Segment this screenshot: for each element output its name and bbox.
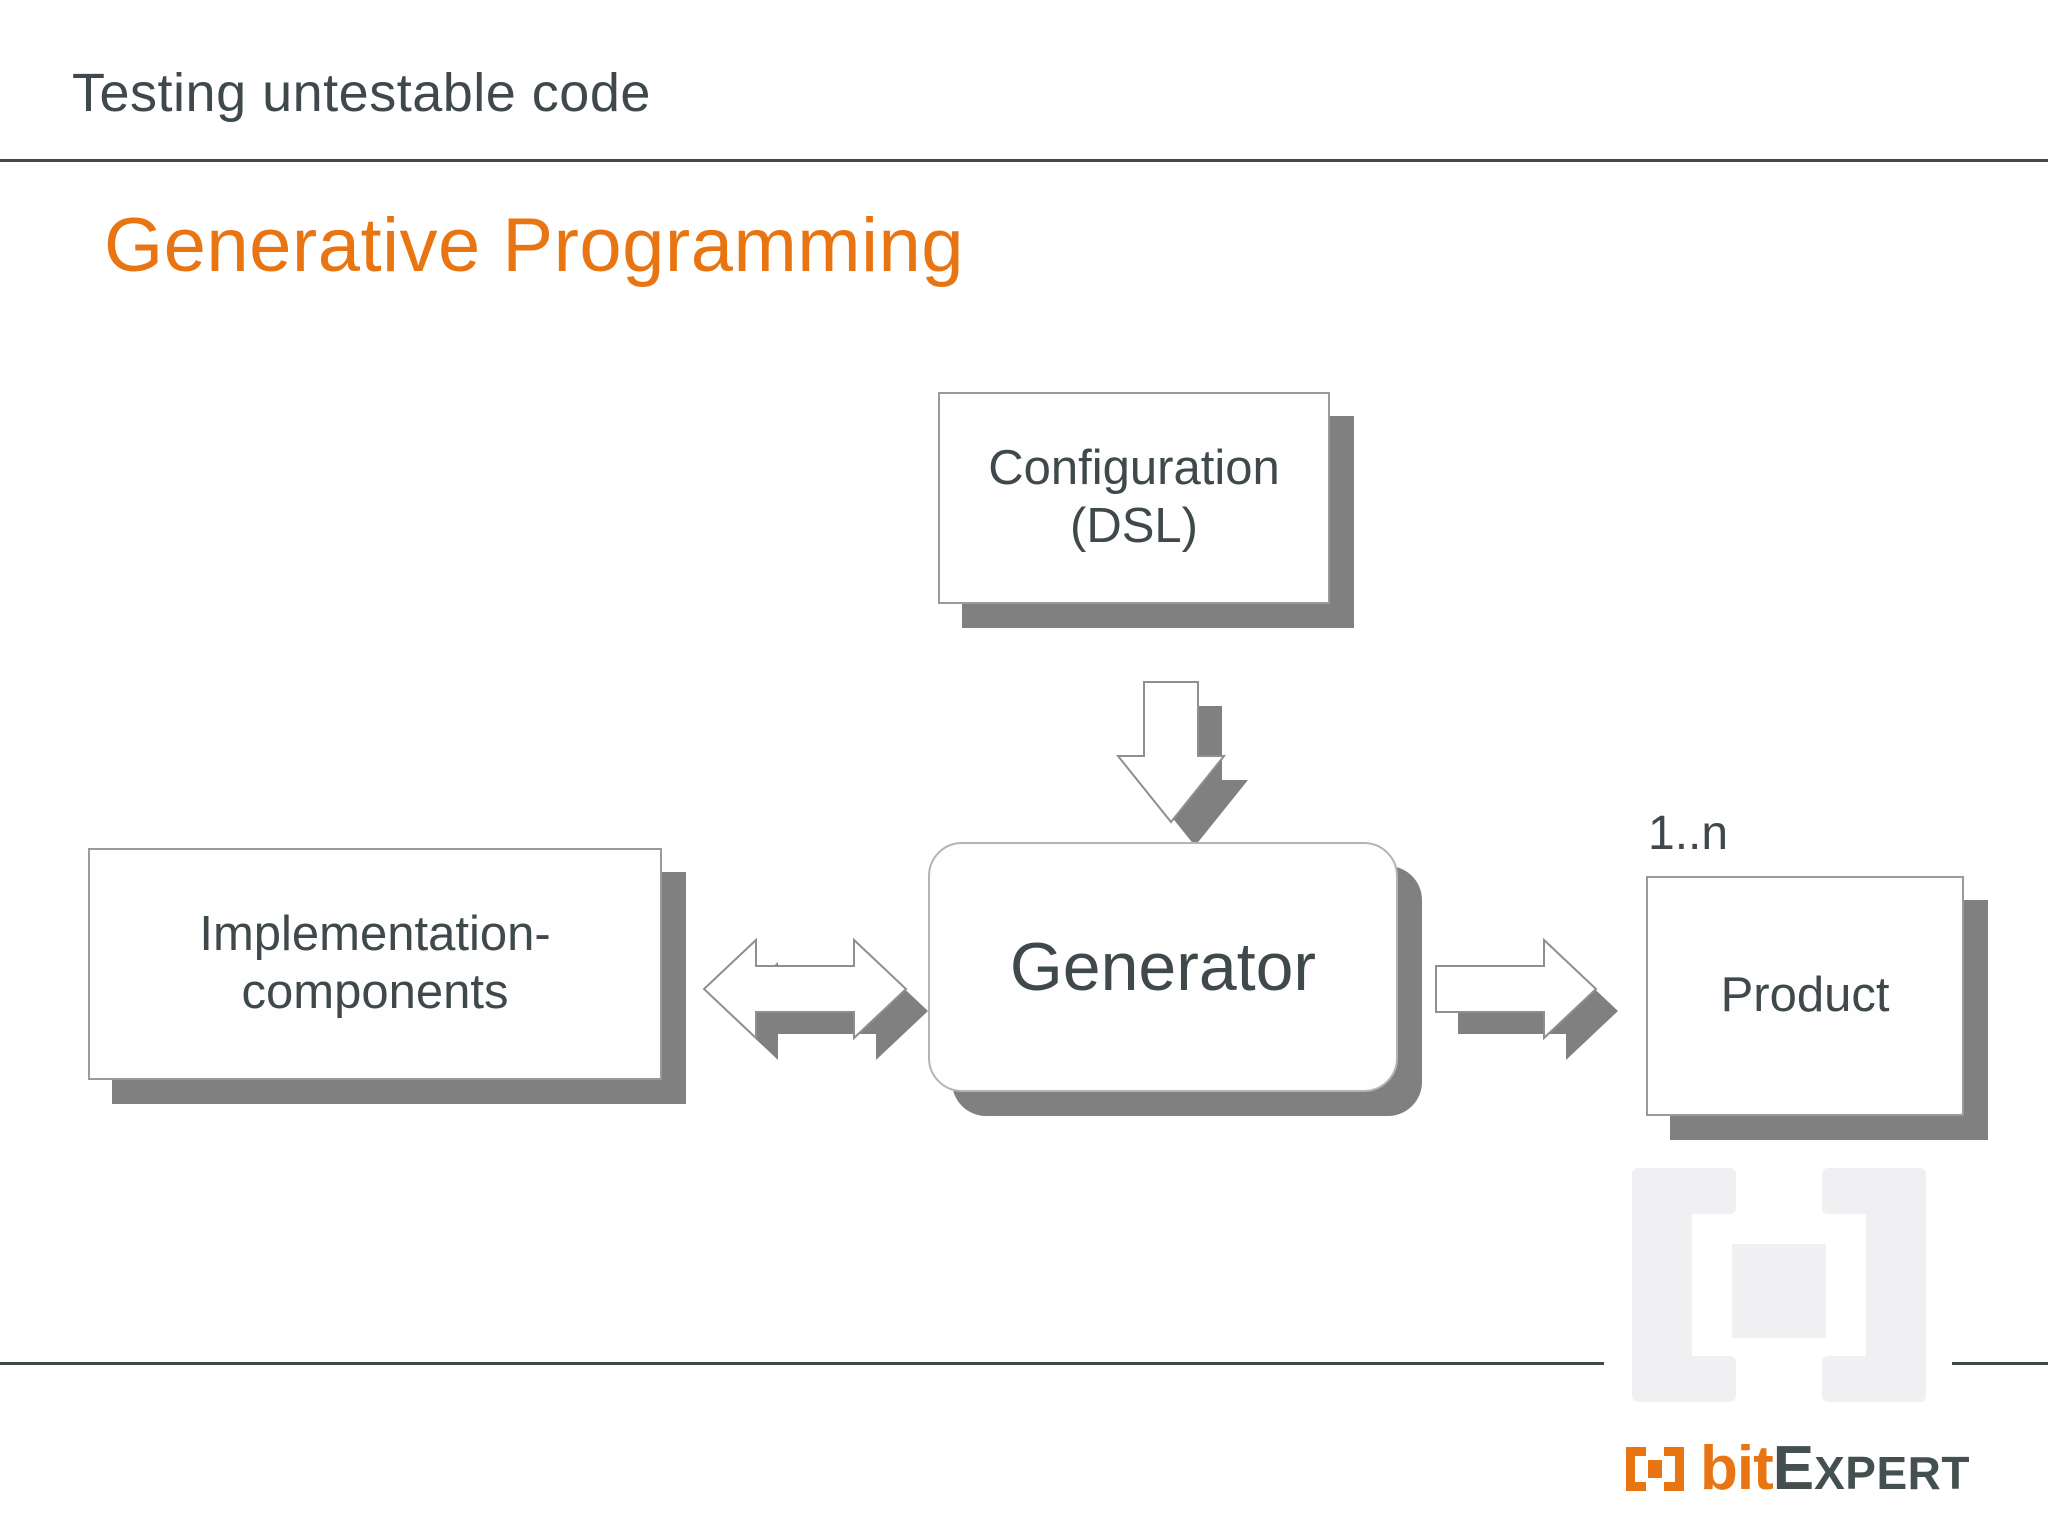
header-divider-rule	[0, 159, 2048, 162]
footer-divider-rule-left	[0, 1362, 1604, 1365]
configuration-label-line2: (DSL)	[1070, 499, 1198, 553]
generator-box-face: Generator	[928, 842, 1398, 1092]
diagram-node-implementation-components: Implementation- components	[88, 848, 686, 1104]
product-box-face: Product	[1646, 876, 1964, 1116]
product-multiplicity-label: 1..n	[1648, 807, 1729, 860]
slide-header: Testing untestable code	[0, 0, 2048, 160]
implementation-box-face: Implementation- components	[88, 848, 662, 1080]
logo-text-xpert: XPERT	[1814, 1447, 1970, 1499]
footer-divider-rule-right	[1952, 1362, 2048, 1365]
generator-box-label: Generator	[1009, 928, 1317, 1005]
configuration-label-line1: Configuration	[988, 441, 1280, 496]
configuration-box-label: Configuration (DSL)	[988, 440, 1279, 556]
implementation-box-label: Implementation- components	[199, 906, 550, 1022]
arrow-down-icon	[1115, 681, 1248, 846]
slide-header-text: Testing untestable code	[72, 63, 651, 123]
diagram-node-configuration: Configuration (DSL)	[938, 392, 1354, 628]
implementation-label-line2: components	[241, 965, 509, 1019]
arrow-right-icon	[1435, 937, 1618, 1060]
logo-text-e: E	[1772, 1434, 1815, 1503]
diagram-node-product: Product	[1646, 876, 1988, 1140]
bitexpert-logo: bit E XPERT	[1624, 1436, 1970, 1502]
bracket-square-watermark-icon	[1632, 1168, 1926, 1402]
product-box-label: Product	[1720, 968, 1890, 1023]
bracket-square-icon	[1626, 1447, 1684, 1491]
page-title: Generative Programming	[104, 203, 965, 288]
implementation-label-line1: Implementation-	[199, 907, 551, 962]
configuration-box-face: Configuration (DSL)	[938, 392, 1330, 604]
bitexpert-wordmark: bit E XPERT	[1700, 1438, 1970, 1500]
diagram-node-generator: Generator	[928, 842, 1422, 1116]
arrow-left-right-icon	[702, 937, 928, 1060]
logo-text-bit: bit	[1700, 1434, 1774, 1503]
